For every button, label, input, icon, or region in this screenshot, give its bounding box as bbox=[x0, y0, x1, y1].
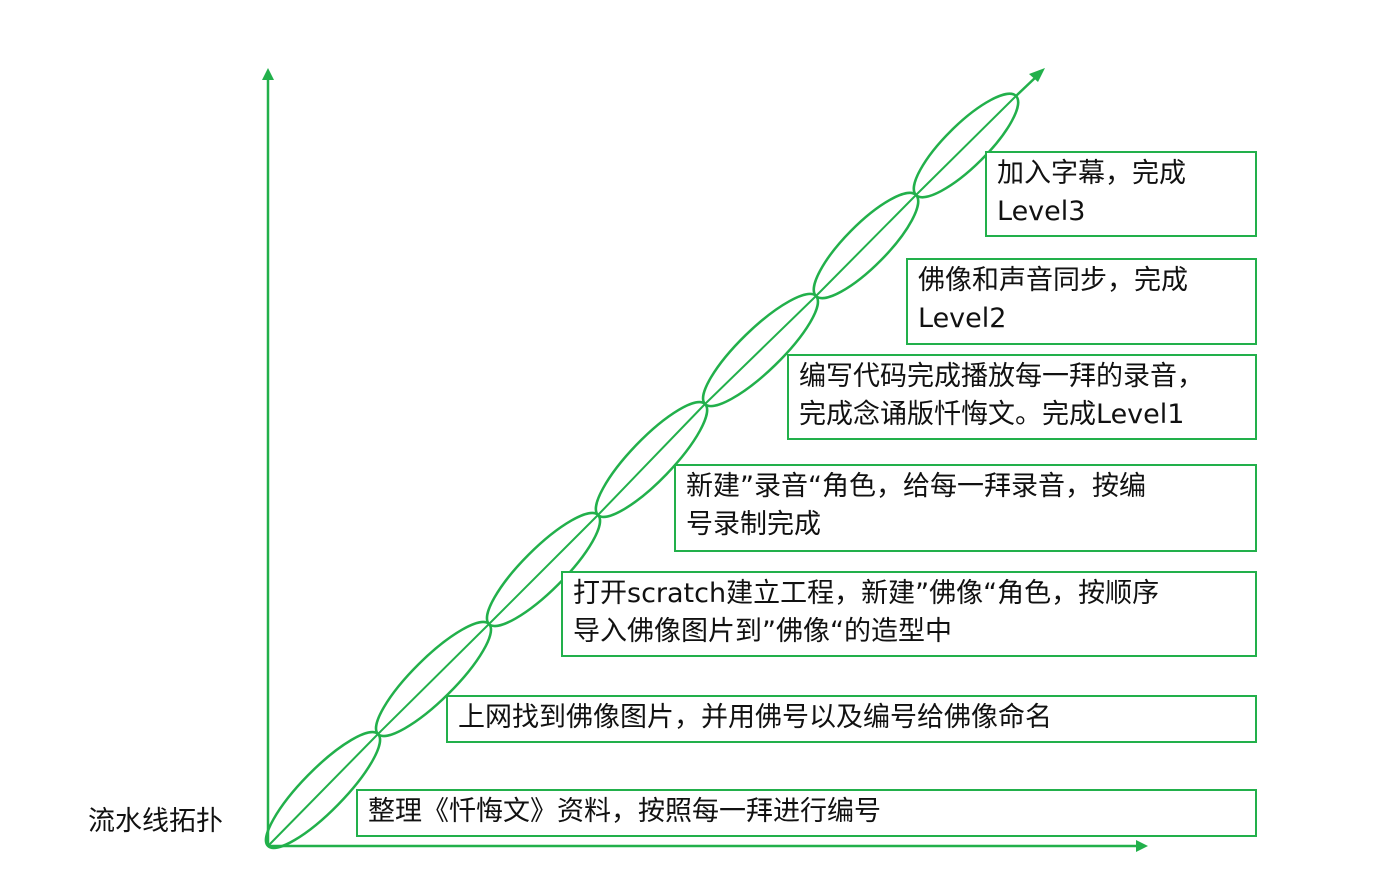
step-6-line-1: 佛像和声音同步，完成 bbox=[918, 265, 1188, 296]
stage-2-axis-line bbox=[377, 623, 490, 735]
pipeline-arrowhead bbox=[1029, 68, 1045, 82]
corner-label: 流水线拓扑 bbox=[88, 806, 223, 837]
axes bbox=[262, 68, 1148, 852]
step-4-box: 新建”录音“角色，给每一拜录音，按编 号录制完成 bbox=[674, 464, 1257, 552]
step-1-line-1: 整理《忏悔文》资料，按照每一拜进行编号 bbox=[368, 796, 881, 827]
step-3-line-2: 导入佛像图片到”佛像“的造型中 bbox=[573, 616, 952, 647]
pipeline-arrow bbox=[1015, 68, 1045, 97]
step-5-line-2: 完成念诵版忏悔文。完成Level1 bbox=[799, 399, 1185, 430]
stage-4-axis-line bbox=[597, 403, 706, 516]
step-5-line-1: 编写代码完成播放每一拜的录音， bbox=[799, 361, 1204, 392]
pipeline-stages bbox=[264, 92, 1020, 850]
step-4-line-2: 号录制完成 bbox=[686, 509, 821, 540]
x-axis-arrowhead bbox=[1136, 840, 1148, 852]
stage-5-axis-line bbox=[704, 295, 817, 405]
step-7-line-2: Level3 bbox=[997, 196, 1086, 227]
step-2-box: 上网找到佛像图片，并用佛号以及编号给佛像命名 bbox=[446, 695, 1257, 743]
step-5-box: 编写代码完成播放每一拜的录音， 完成念诵版忏悔文。完成Level1 bbox=[787, 354, 1257, 440]
step-6-line-2: Level2 bbox=[918, 303, 1007, 334]
stage-7-axis-line bbox=[915, 95, 1017, 196]
step-2-line-1: 上网找到佛像图片，并用佛号以及编号给佛像命名 bbox=[458, 702, 1052, 733]
stage-3-axis-line bbox=[488, 514, 599, 625]
pipeline-arrow-line bbox=[1015, 75, 1038, 97]
step-4-line-1: 新建”录音“角色，给每一拜录音，按编 bbox=[686, 471, 1146, 502]
step-7-box: 加入字幕，完成 Level3 bbox=[985, 151, 1257, 237]
step-7-line-1: 加入字幕，完成 bbox=[997, 158, 1186, 189]
stage-1-axis-line bbox=[267, 733, 379, 847]
step-6-box: 佛像和声音同步，完成 Level2 bbox=[906, 258, 1257, 345]
step-3-box: 打开scratch建立工程，新建”佛像“角色，按顺序 导入佛像图片到”佛像“的造… bbox=[561, 571, 1257, 657]
step-3-line-1: 打开scratch建立工程，新建”佛像“角色，按顺序 bbox=[573, 578, 1160, 609]
step-1-box: 整理《忏悔文》资料，按照每一拜进行编号 bbox=[356, 789, 1257, 837]
stage-6-axis-line bbox=[815, 194, 917, 297]
y-axis-arrowhead bbox=[262, 68, 274, 80]
